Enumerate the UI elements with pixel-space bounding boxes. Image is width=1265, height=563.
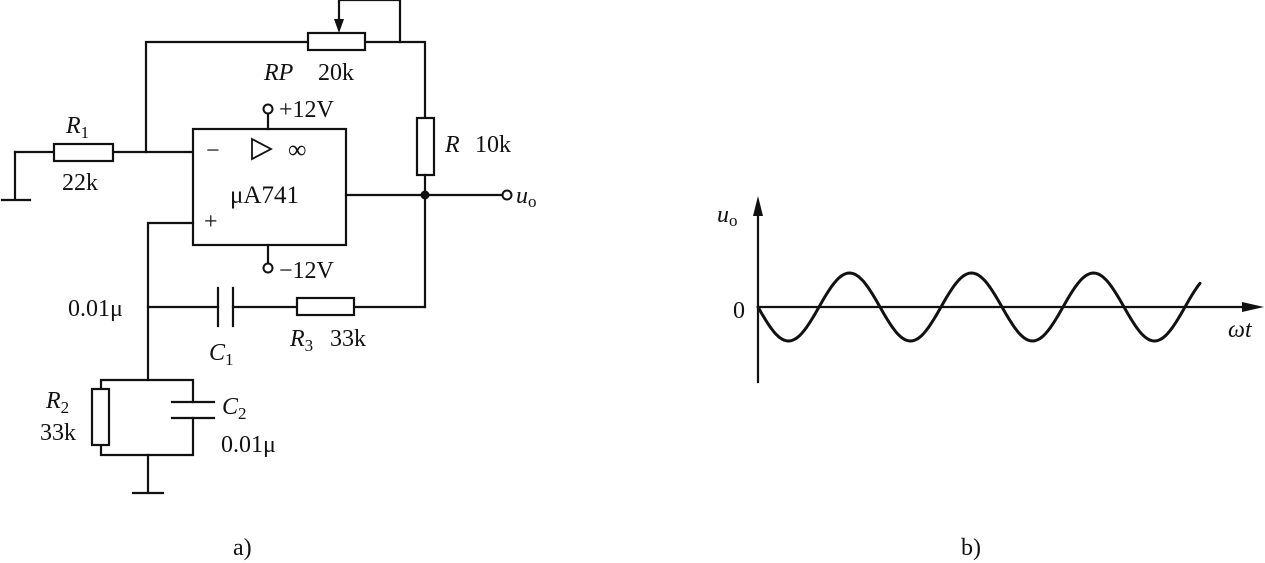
vpos-terminal [262, 103, 274, 115]
waveform-plot: uo 0 ωt b) [717, 196, 1264, 561]
c2-label: C2 [222, 394, 247, 423]
x-axis-label: ωt [1228, 317, 1253, 343]
output-junction-dot [420, 190, 430, 200]
r3-resistor [295, 296, 356, 317]
r-label: R [444, 132, 460, 158]
c1-label: C1 [209, 340, 234, 369]
opamp-plus-sign: + [204, 209, 218, 235]
c2-capacitor-plates [170, 400, 216, 420]
opamp-model-label: μA741 [230, 182, 299, 209]
r1-value: 22k [62, 170, 98, 196]
opamp-minus-sign: − [206, 138, 220, 164]
r1-resistor [52, 142, 115, 163]
r2-label: R2 [45, 388, 69, 417]
input-ground-symbol [0, 150, 32, 202]
rp-label: RP [263, 60, 294, 86]
x-axis-arrow-icon [1242, 302, 1264, 312]
plus-input-wire [146, 221, 195, 382]
y-axis-arrow-icon [753, 196, 763, 216]
r-resistor [415, 116, 436, 177]
panel-a-caption: a) [233, 535, 252, 561]
r3-value: 33k [330, 326, 366, 352]
panel-b-caption: b) [961, 535, 981, 561]
output-label: uo [516, 183, 537, 211]
infinity-icon: ∞ [288, 135, 307, 164]
r-value: 10k [475, 132, 511, 158]
r2-resistor [90, 387, 111, 447]
vpos-label: +12V [279, 97, 335, 123]
vneg-label: −12V [279, 258, 335, 284]
node-capacitance-label: 0.01μ [68, 296, 123, 322]
r3-label: R3 [289, 326, 313, 355]
output-terminal [501, 189, 513, 201]
circuit-diagram: R1 22k RP 20k − + ∞ μA741 +12V −12V R 10… [0, 0, 537, 561]
r2-value: 33k [40, 420, 76, 446]
origin-label: 0 [733, 298, 745, 324]
c1-capacitor-plates [216, 286, 235, 328]
y-axis-label: uo [717, 202, 738, 230]
bottom-ground-symbol [131, 453, 165, 495]
rp-potentiometer [306, 31, 367, 52]
output-waveform-curve [756, 271, 1202, 343]
c2-value: 0.01μ [221, 432, 276, 458]
rp-feedback-wire [144, 40, 427, 154]
amplifier-triangle-icon [251, 137, 273, 161]
opamp-body [191, 127, 348, 247]
rp-value: 20k [318, 60, 354, 86]
rp-wiper-arrow [334, 19, 344, 33]
r1-label: R1 [65, 113, 89, 142]
vneg-terminal [262, 262, 274, 274]
